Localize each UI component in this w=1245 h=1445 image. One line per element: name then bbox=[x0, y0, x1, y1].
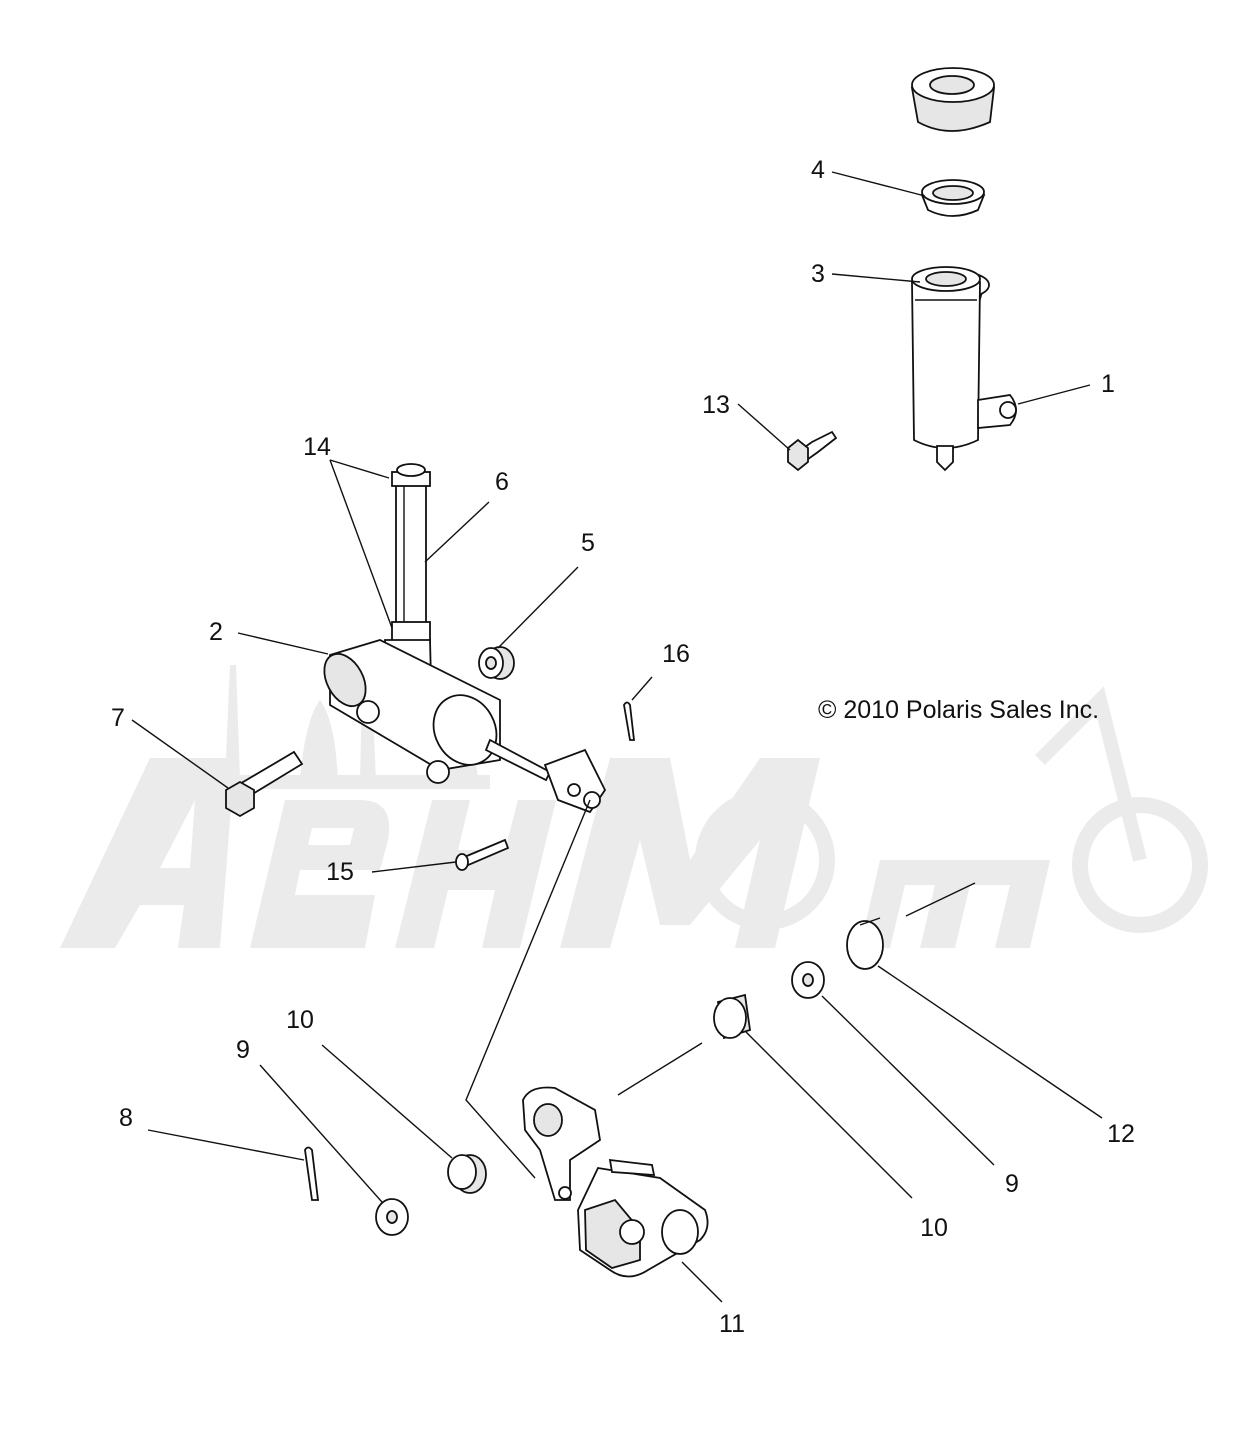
callout-8: 8 bbox=[119, 1104, 133, 1132]
part-2-master-cylinder bbox=[323, 639, 501, 784]
callout-9-right: 9 bbox=[1005, 1170, 1019, 1198]
part-8-cotter-pin bbox=[304, 1146, 320, 1201]
callout-16: 16 bbox=[662, 640, 690, 668]
part-1-reservoir bbox=[911, 266, 1017, 472]
callout-10-right: 10 bbox=[920, 1214, 948, 1242]
copyright-notice: © 2010 Polaris Sales Inc. bbox=[818, 696, 1099, 724]
part-5-grommet bbox=[478, 646, 515, 680]
callout-13: 13 bbox=[702, 391, 730, 419]
part-10-bushing-left bbox=[447, 1154, 487, 1194]
part-9-washer-right bbox=[791, 961, 825, 999]
part-13-screw bbox=[787, 430, 838, 472]
callout-12: 12 bbox=[1107, 1120, 1135, 1148]
push-rod-clevis bbox=[484, 738, 607, 814]
callout-15: 15 bbox=[326, 858, 354, 886]
part-12-spring bbox=[846, 917, 884, 970]
callout-11: 11 bbox=[719, 1310, 745, 1338]
part-10-bushing-right bbox=[713, 993, 751, 1040]
part-16-cotter-pin bbox=[623, 701, 636, 741]
part-15-pin bbox=[455, 838, 510, 871]
callout-9-left: 9 bbox=[236, 1036, 250, 1064]
callout-4: 4 bbox=[811, 156, 825, 184]
reservoir-cap bbox=[910, 67, 996, 132]
callout-14: 14 bbox=[303, 433, 331, 461]
callout-10-left: 10 bbox=[286, 1006, 314, 1034]
callout-6: 6 bbox=[495, 468, 509, 496]
callout-3: 3 bbox=[811, 260, 825, 288]
part-9-washer-left bbox=[375, 1198, 409, 1236]
part-4-diaphragm bbox=[920, 179, 986, 217]
callout-labels: 1 2 3 4 5 6 7 8 9 9 10 10 11 12 13 14 15… bbox=[111, 156, 1135, 1338]
callout-7: 7 bbox=[111, 704, 125, 732]
part-7-bolt bbox=[225, 750, 304, 818]
leader-lines bbox=[131, 171, 1103, 1303]
callout-2: 2 bbox=[209, 618, 223, 646]
part-6-hose bbox=[395, 479, 427, 631]
callout-5: 5 bbox=[581, 529, 595, 557]
part-11-brake-pedal bbox=[522, 1086, 709, 1278]
callout-1: 1 bbox=[1101, 370, 1115, 398]
